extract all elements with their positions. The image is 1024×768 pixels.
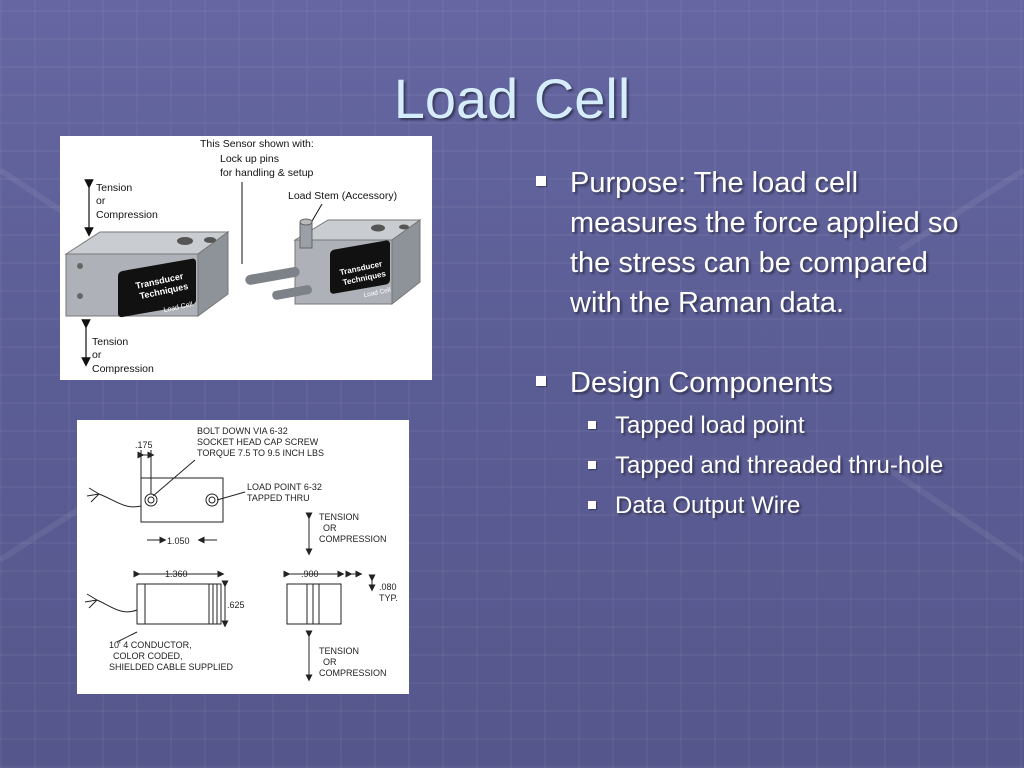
bullet-purpose: Purpose: The load cell measures the forc… [534, 163, 974, 323]
square-bullet-icon [588, 421, 596, 429]
load-cell-drawing: BOLT DOWN VIA 6-32 SOCKET HEAD CAP SCREW… [77, 420, 409, 694]
tension-low-1: TENSION [319, 646, 359, 656]
cable-note-3: SHIELDED CABLE SUPPLIED [109, 662, 234, 672]
square-bullet-icon [536, 176, 546, 186]
bolt-note-2: SOCKET HEAD CAP SCREW [197, 437, 319, 447]
sub-bullet-text: Data Output Wire [615, 492, 801, 519]
photo-tension-top-1: Tension [96, 182, 132, 194]
cable-note-1: 10' 4 CONDUCTOR, [109, 640, 192, 650]
photo-tension-top-3: Compression [96, 209, 158, 221]
cable-note-2: COLOR CODED, [113, 651, 183, 661]
slide-title: Load Cell [393, 67, 631, 130]
photo-tension-bottom-2: or [92, 349, 102, 361]
bullet-list: Purpose: The load cell measures the forc… [534, 163, 974, 523]
bullet-design-text: Design Components [570, 367, 833, 399]
load-point-2: TAPPED THRU [247, 493, 310, 503]
square-bullet-icon [536, 376, 546, 386]
bolt-note-1: BOLT DOWN VIA 6-32 [197, 426, 288, 436]
photo-tension-bottom-3: Compression [92, 363, 154, 375]
square-bullet-icon [588, 501, 596, 509]
tension-mid-3: COMPRESSION [319, 534, 387, 544]
bullet-purpose-text: Purpose: The load cell measures the forc… [570, 167, 959, 319]
left-sensor: Transducer Techniques Load Cell [64, 231, 230, 318]
photo-caption-3: for handling & setup [220, 167, 314, 179]
sub-bullet-item: Data Output Wire [570, 489, 974, 523]
dim-625: .625 [227, 600, 245, 610]
load-cell-photo: This Sensor shown with: Lock up pins for… [60, 136, 432, 380]
sub-bullet-text: Tapped and threaded thru-hole [615, 452, 944, 479]
dim-080: .080 [379, 582, 397, 592]
tension-low-3: COMPRESSION [319, 668, 387, 678]
square-bullet-icon [588, 461, 596, 469]
dim-1050: 1.050 [167, 536, 190, 546]
tension-mid-1: TENSION [319, 512, 359, 522]
right-sensor: Transducer Techniques Load Cell [245, 218, 422, 306]
photo-caption-2: Lock up pins [220, 153, 279, 165]
sub-bullet-list: Tapped load point Tapped and threaded th… [570, 409, 974, 523]
photo-stem-label: Load Stem (Accessory) [288, 190, 397, 202]
tension-low-2: OR [323, 657, 337, 667]
load-cell-photo-illustration: This Sensor shown with: Lock up pins for… [64, 138, 422, 375]
photo-tension-bottom-1: Tension [92, 336, 128, 348]
photo-caption-1: This Sensor shown with: [200, 138, 314, 150]
bolt-note-3: TORQUE 7.5 TO 9.5 INCH LBS [197, 448, 324, 458]
bullet-design-components: Design Components Tapped load point Tapp… [534, 363, 974, 523]
photo-tension-top-2: or [96, 195, 106, 207]
sub-bullet-item: Tapped and threaded thru-hole [570, 449, 974, 483]
dim-175: .175 [135, 440, 153, 450]
load-cell-drawing-illustration: BOLT DOWN VIA 6-32 SOCKET HEAD CAP SCREW… [84, 426, 398, 682]
tension-mid-2: OR [323, 523, 337, 533]
sub-bullet-item: Tapped load point [570, 409, 974, 443]
dim-typ: TYP. [379, 593, 398, 603]
sub-bullet-text: Tapped load point [615, 412, 805, 439]
load-point-1: LOAD POINT 6-32 [247, 482, 322, 492]
